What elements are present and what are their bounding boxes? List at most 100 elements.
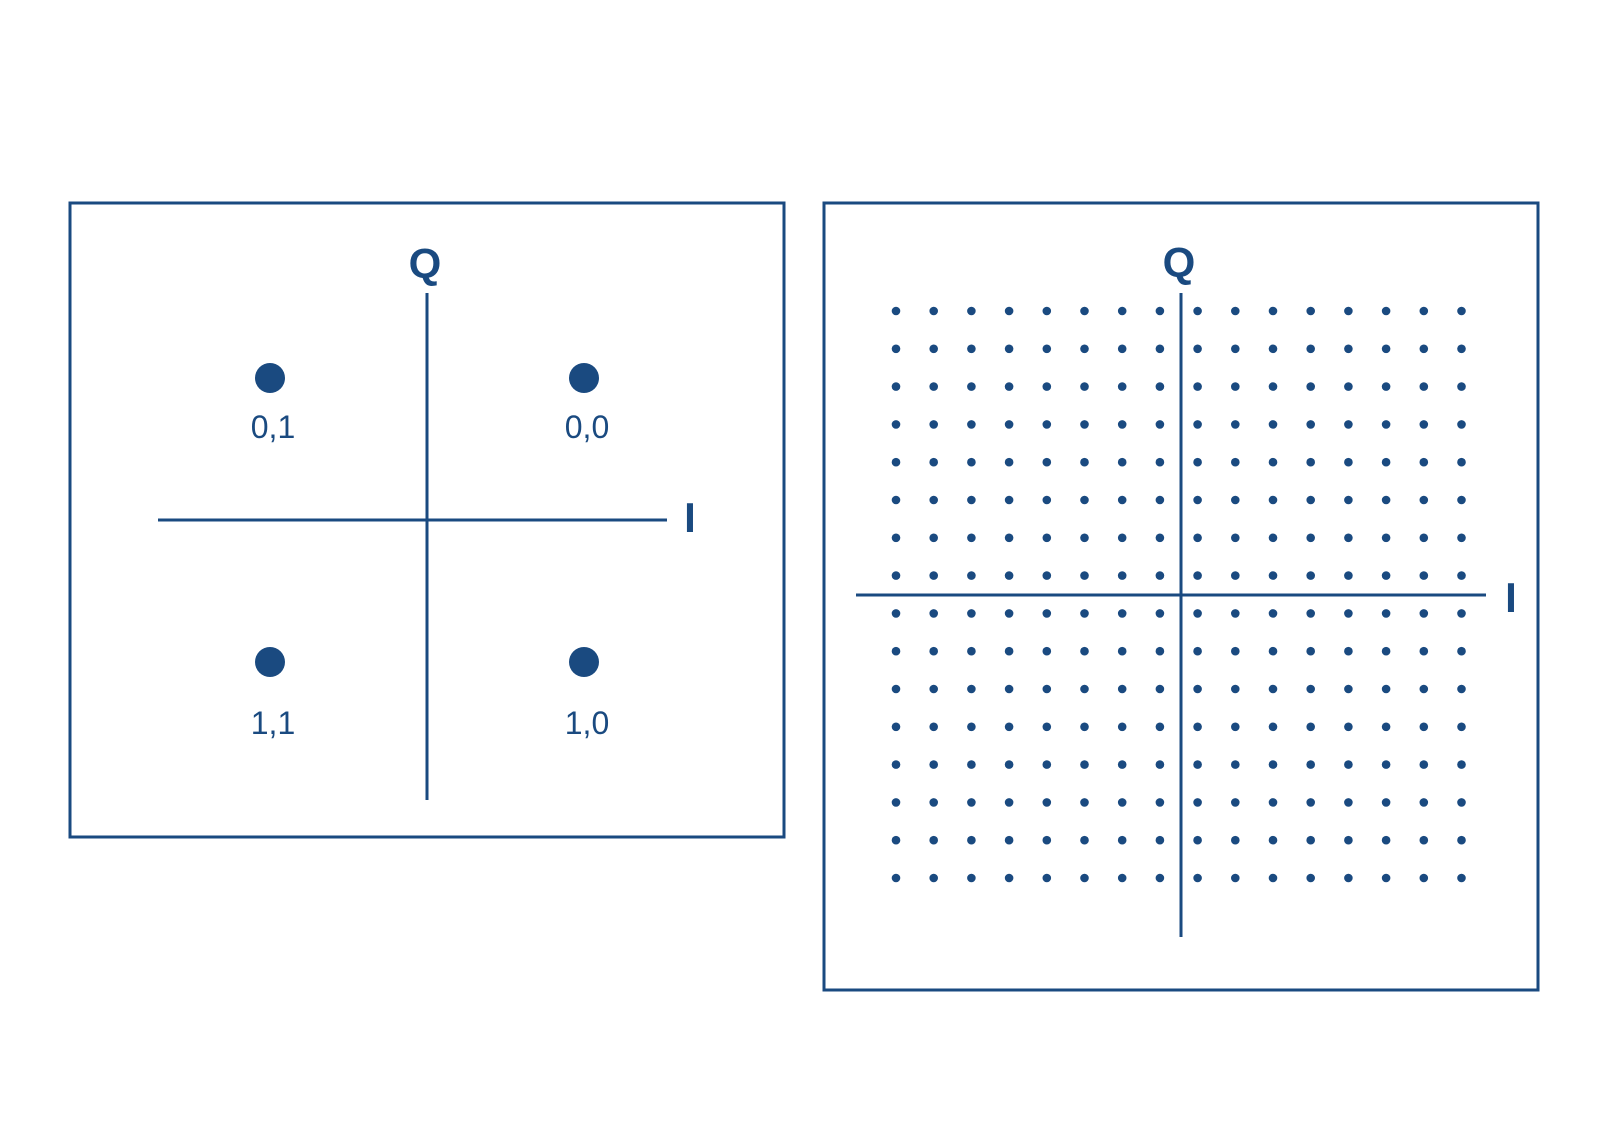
constellation-dot [1457,457,1466,467]
constellation-dot [1306,382,1315,391]
constellation-dot [1268,382,1278,391]
constellation-dot [1004,760,1014,769]
constellation-dot [1193,646,1202,656]
qam256-panel: Q I [822,201,1540,992]
constellation-dot [1042,495,1052,505]
constellation-dot [1080,646,1089,656]
constellation-dot [929,457,938,467]
qam256-points [891,306,1466,883]
constellation-dot [967,457,976,467]
constellation-dot [967,873,976,883]
constellation-dot [1419,457,1429,467]
constellation-dot [891,835,901,845]
constellation-dot [1344,873,1353,883]
constellation-dot [1193,344,1202,354]
qpsk-q-axis-label: Q [409,240,442,287]
constellation-dot [1268,344,1278,354]
qam256-frame [822,201,1540,992]
constellation-dot [1155,306,1165,316]
constellation-dot [929,646,938,656]
constellation-dot [1457,798,1466,807]
constellation-dot [1080,420,1089,429]
constellation-dot [1042,722,1052,732]
constellation-dot [967,344,976,354]
constellation-dot [1231,533,1240,543]
constellation-dot [1231,382,1240,391]
constellation-dot [1004,533,1014,543]
constellation-dot [1004,873,1014,883]
constellation-dot [967,646,976,656]
constellation-dot [1231,457,1240,467]
constellation-dot [1080,495,1089,505]
constellation-dot [1231,306,1240,316]
constellation-dot [1344,457,1353,467]
constellation-dot [1419,571,1429,580]
constellation-dot [1344,760,1353,769]
constellation-dot [1344,533,1353,543]
constellation-dot [967,798,976,807]
constellation-dot [891,420,901,429]
constellation-dot [1381,382,1391,391]
constellation-dot [891,646,901,656]
constellation-dot [1419,306,1429,316]
constellation-dot [1381,798,1391,807]
constellation-point-label: 0,1 [251,409,295,445]
constellation-dot [1231,420,1240,429]
constellation-dot [1080,760,1089,769]
constellation-dot [1080,684,1089,694]
qpsk-frame [68,201,786,839]
constellation-dot [929,344,938,354]
constellation-dot [1193,873,1202,883]
constellation-dot [1117,760,1127,769]
constellation-dot [1193,420,1202,429]
constellation-point-label: 1,0 [565,705,609,741]
constellation-dot [1268,684,1278,694]
constellation-dot [1381,873,1391,883]
constellation-dot [1004,420,1014,429]
constellation-dot [1419,420,1429,429]
constellation-dot [1457,420,1466,429]
constellation-dot [1080,873,1089,883]
constellation-dot [1381,306,1391,316]
constellation-dot [1080,571,1089,580]
constellation-dot [967,420,976,429]
constellation-dot [1080,533,1089,543]
constellation-dot [1193,306,1202,316]
constellation-dot [1117,684,1127,694]
constellation-dot [1268,646,1278,656]
constellation-dot [891,684,901,694]
constellation-dot [1344,495,1353,505]
constellation-dot [1042,571,1052,580]
constellation-dot [1193,571,1202,580]
constellation-dot [1306,420,1315,429]
constellation-dot [1004,571,1014,580]
constellation-dot [1117,835,1127,845]
constellation-dot [1381,646,1391,656]
constellation-dot [1004,684,1014,694]
constellation-dot [1306,495,1315,505]
constellation-dot [1306,609,1315,618]
constellation-dot [967,609,976,618]
constellation-point-label: 0,0 [565,409,609,445]
constellation-dot [1457,760,1466,769]
constellation-dot [1004,609,1014,618]
constellation-dot [1042,684,1052,694]
constellation-dot [1457,646,1466,656]
constellation-dot [1231,760,1240,769]
constellation-dot [1004,798,1014,807]
constellation-dot [1004,495,1014,505]
constellation-dot [1344,609,1353,618]
constellation-dot [1193,457,1202,467]
constellation-dot [929,760,938,769]
constellation-dot [1306,722,1315,732]
constellation-dot [1381,495,1391,505]
constellation-dot [891,344,901,354]
constellation-dot [1268,722,1278,732]
constellation-dot [1344,798,1353,807]
constellation-dot [929,722,938,732]
constellation-dot [1344,571,1353,580]
constellation-dot [1306,835,1315,845]
constellation-dot [1193,835,1202,845]
qam256-q-axis-label: Q [1163,239,1196,286]
